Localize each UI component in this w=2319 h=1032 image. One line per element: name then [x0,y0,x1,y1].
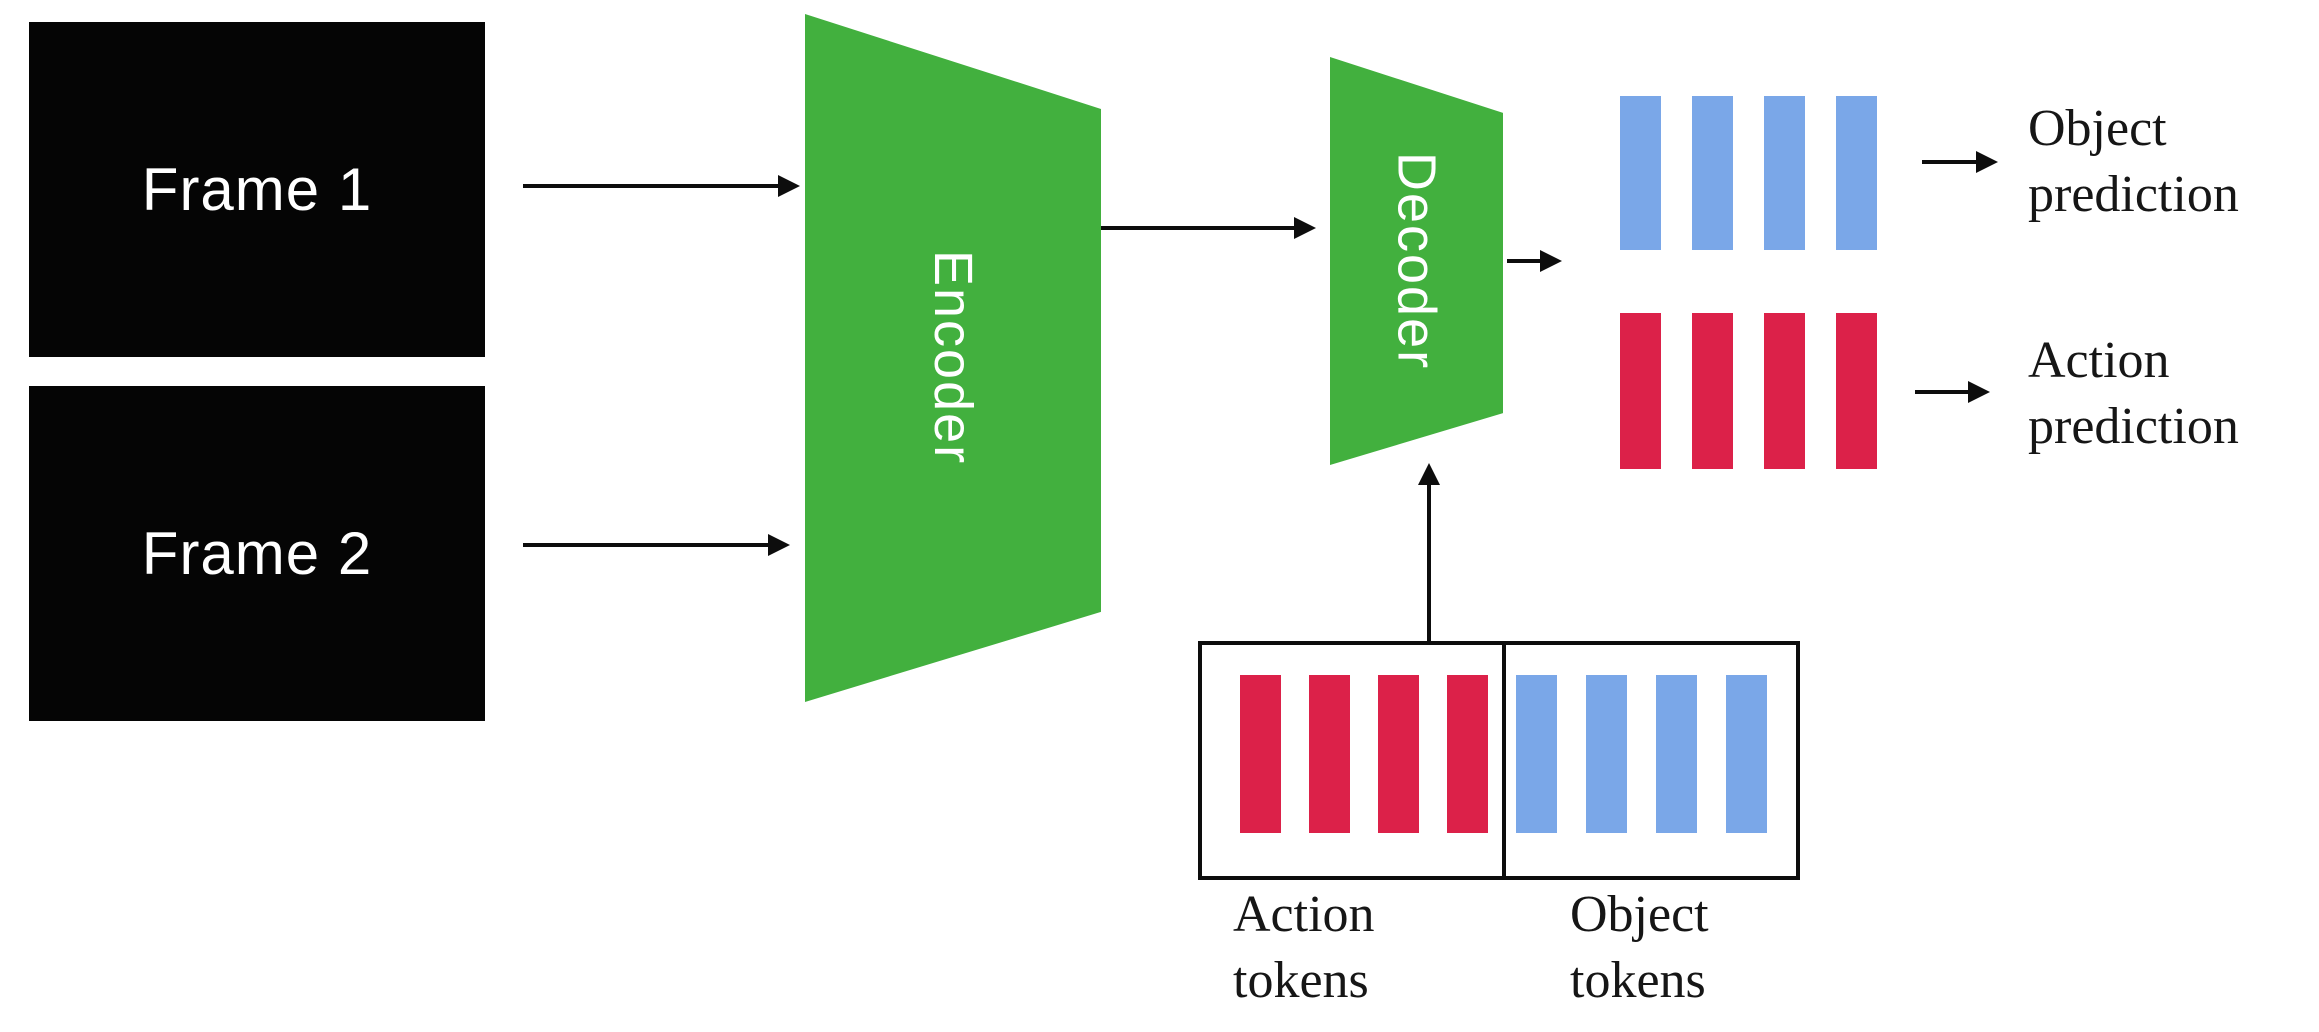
arrowhead-icon [1294,217,1316,239]
encoder-label: Encoder [923,250,983,466]
object-tokens-line1: Object [1570,886,1709,943]
action-token-bars-output [1620,313,1877,469]
arrow-tokens-to-decoder [1418,463,1440,641]
arrow-stem [523,543,770,547]
token-bar [1620,96,1661,250]
token-bar [1447,675,1488,833]
token-bar [1836,96,1877,250]
arrowhead-icon [768,534,790,556]
token-bar [1620,313,1661,469]
token-bar [1692,313,1733,469]
arrowhead-icon [1418,463,1440,485]
input-token-box [1198,641,1800,880]
token-bar [1656,675,1697,833]
frame2-box: Frame 2 [29,386,485,721]
arrow-to-object-prediction [1922,151,1998,173]
token-bar [1764,96,1805,250]
arrowhead-icon [1968,381,1990,403]
frame1-label: Frame 1 [141,156,373,223]
arrow-stem [1507,259,1542,263]
arrow-stem [523,184,780,188]
token-bar [1692,96,1733,250]
token-bar [1726,675,1767,833]
token-bar [1516,675,1557,833]
arrow-stem [1427,483,1431,641]
decoder-block: Decoder [1330,57,1503,465]
action-tokens-line1: Action [1233,886,1375,943]
object-tokens-line2: tokens [1570,952,1706,1009]
frame1-box: Frame 1 [29,22,485,357]
arrow-frame2-to-encoder [523,534,790,556]
arrowhead-icon [1976,151,1998,173]
frame2-label: Frame 2 [141,520,373,587]
decoder-label: Decoder [1386,151,1447,371]
arrow-to-action-prediction [1915,381,1990,403]
arrow-stem [1915,390,1970,394]
arrow-frame1-to-encoder [523,175,800,197]
action-prediction-label: Action prediction [2028,328,2239,460]
arrowhead-icon [1540,250,1562,272]
action-token-bars-input [1240,675,1488,833]
object-prediction-line1: Object [2028,100,2167,157]
arrow-encoder-to-decoder [1101,217,1316,239]
token-bar [1764,313,1805,469]
arrowhead-icon [778,175,800,197]
arrow-stem [1101,226,1296,230]
encoder-block: Encoder [805,14,1101,702]
token-bar [1240,675,1281,833]
action-tokens-label: Action tokens [1233,882,1375,1014]
action-prediction-line2: prediction [2028,398,2239,455]
action-prediction-line1: Action [2028,332,2170,389]
token-bar [1836,313,1877,469]
object-tokens-label: Object tokens [1570,882,1709,1014]
object-prediction-label: Object prediction [2028,96,2239,228]
token-bar [1586,675,1627,833]
arrow-decoder-to-tokens [1507,250,1562,272]
token-bar [1309,675,1350,833]
token-bar [1378,675,1419,833]
object-token-bars-input [1516,675,1767,833]
arrow-stem [1922,160,1978,164]
token-box-divider [1502,645,1506,876]
object-prediction-line2: prediction [2028,166,2239,223]
action-tokens-line2: tokens [1233,952,1369,1009]
object-token-bars-output [1620,96,1877,250]
